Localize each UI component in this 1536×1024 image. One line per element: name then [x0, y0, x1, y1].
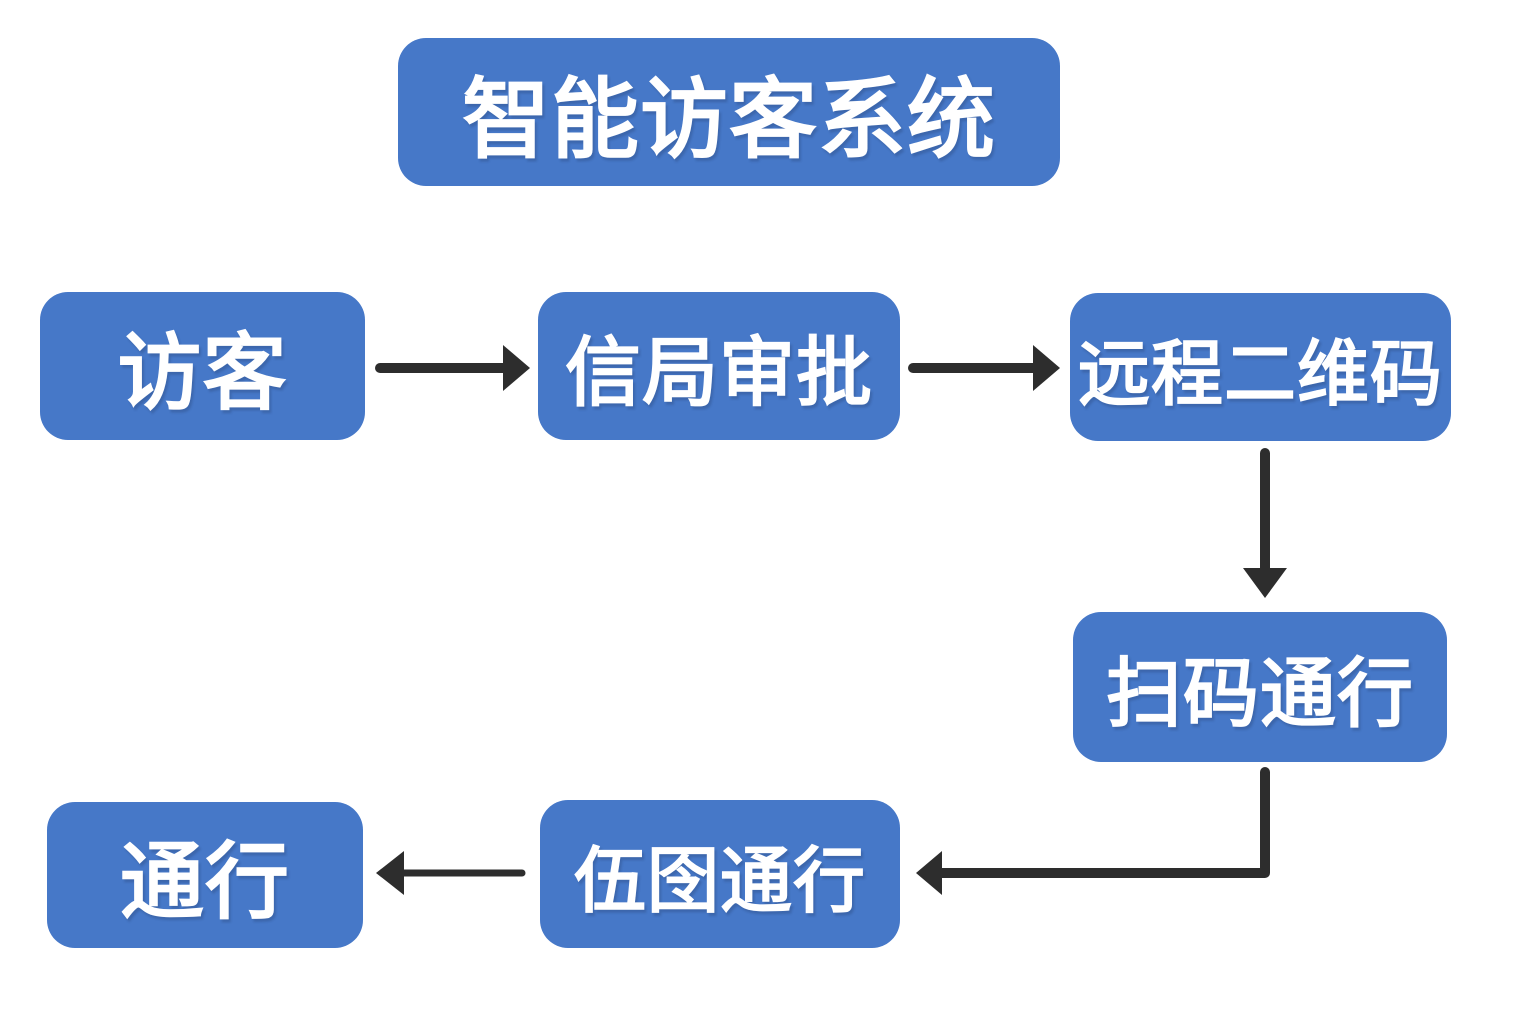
flow-node-scan-pass: 扫码通行 — [1073, 612, 1447, 762]
flow-node-label: 伍囹通行 — [573, 841, 866, 922]
flow-node-label: 访客 — [117, 325, 288, 420]
arrow-visitor-to-approval-icon — [375, 345, 530, 391]
arrow-qrcode-to-scan-icon — [1243, 448, 1287, 598]
flow-node-visitor: 访客 — [40, 292, 365, 440]
arrow-verify-to-pass-icon — [376, 851, 526, 895]
diagram-title-box: 智能访客系统 — [398, 38, 1060, 186]
flow-node-label: 扫码通行 — [1106, 652, 1414, 737]
arrow-approval-to-qrcode-icon — [908, 345, 1060, 391]
flow-node-pass: 通行 — [47, 802, 363, 948]
arrow-scan-to-verify-icon — [916, 767, 1270, 895]
flow-node-remote-qrcode: 远程二维码 — [1070, 293, 1451, 441]
flow-node-label: 远程二维码 — [1077, 334, 1443, 415]
flow-node-label: 通行 — [119, 834, 290, 929]
flow-node-label: 信局审批 — [565, 331, 873, 416]
diagram-title: 智能访客系统 — [461, 69, 996, 169]
flow-node-verify-pass: 伍囹通行 — [540, 800, 900, 948]
flow-node-approval: 信局审批 — [538, 292, 900, 440]
